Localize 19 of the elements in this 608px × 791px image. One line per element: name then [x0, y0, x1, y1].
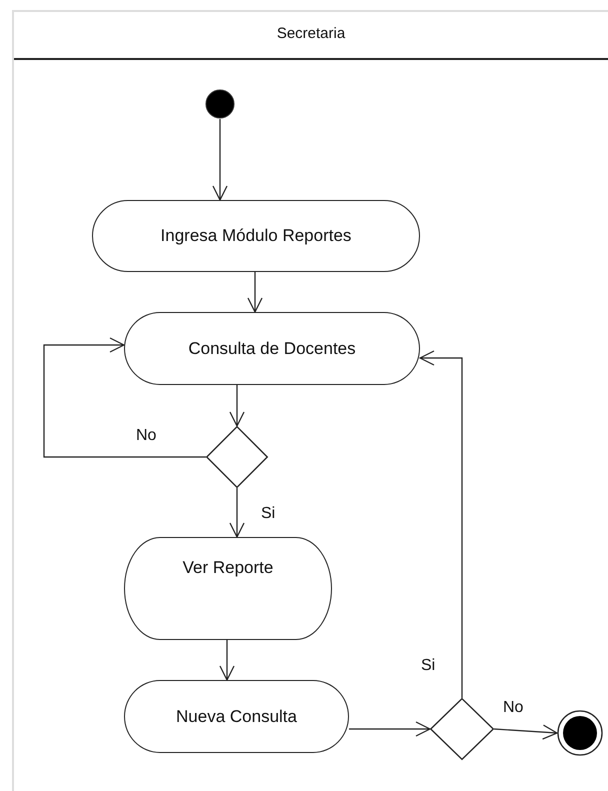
arrow — [43, 337, 206, 458]
start-node — [205, 89, 235, 119]
decision-diamond — [430, 698, 494, 760]
action-node: Nueva Consulta — [124, 680, 349, 753]
arrow — [349, 721, 431, 737]
lane-title: Secretaria — [276, 25, 346, 42]
arrow — [219, 640, 235, 681]
arrow — [212, 119, 228, 201]
action-node: Consulta de Docentes — [124, 312, 420, 385]
arrow — [229, 385, 245, 427]
decision-diamond — [206, 426, 268, 488]
arrow — [229, 488, 245, 538]
arrow — [419, 350, 463, 698]
action-node: Ingresa Módulo Reportes — [92, 200, 420, 272]
action-node: Ver Reporte — [124, 537, 332, 640]
arrow — [247, 272, 263, 313]
end-node — [557, 710, 603, 756]
swimlane — [12, 10, 608, 791]
arrow — [494, 724, 558, 740]
